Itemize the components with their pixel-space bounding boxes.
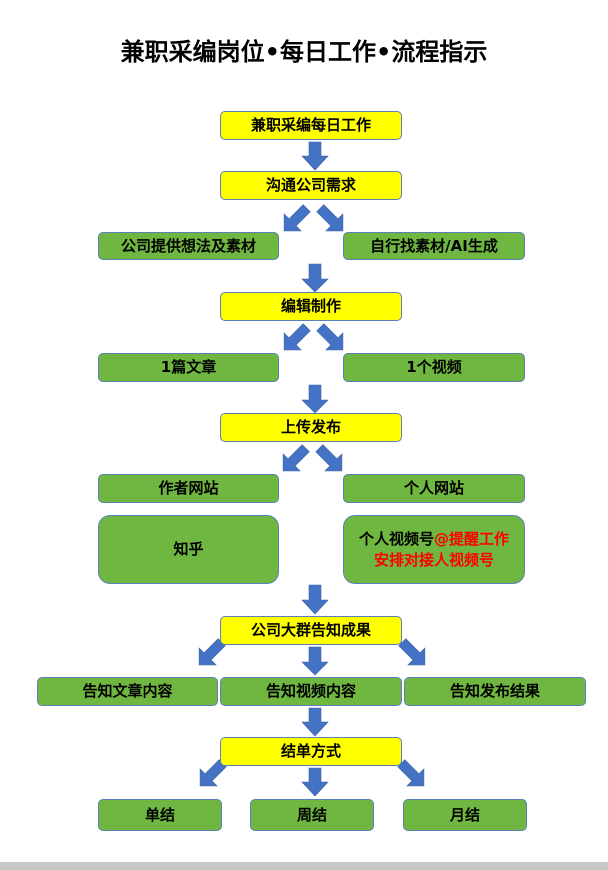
settlement-monthly: 月结 <box>403 799 527 831</box>
step-publish: 上传发布 <box>220 413 402 442</box>
output-article: 1篇文章 <box>98 353 279 382</box>
page-title: 兼职采编岗位•每日工作•流程指示 <box>120 38 488 66</box>
step-settlement: 结单方式 <box>220 737 402 766</box>
arrow-down-2 <box>301 263 329 293</box>
option-company-provided-label: 公司提供想法及素材 <box>120 236 256 255</box>
notify-article-label: 告知文章内容 <box>82 682 173 701</box>
notify-article: 告知文章内容 <box>37 677 218 706</box>
arrow-down-6 <box>301 707 329 737</box>
step-notify: 公司大群告知成果 <box>220 616 402 645</box>
notify-result-label: 告知发布结果 <box>449 682 540 701</box>
arrow-diag-left-1 <box>283 204 311 232</box>
option-self-sourced: 自行找素材/AI生成 <box>343 232 525 260</box>
step-communicate: 沟通公司需求 <box>220 171 402 200</box>
step-edit-label: 编辑制作 <box>280 297 341 316</box>
settlement-single: 单结 <box>98 799 222 831</box>
notify-video-label: 告知视频内容 <box>265 682 356 701</box>
platform-zhihu: 知乎 <box>98 515 279 584</box>
notify-video: 告知视频内容 <box>220 677 402 706</box>
settlement-monthly-label: 月结 <box>449 805 480 824</box>
arrow-down-1 <box>301 141 329 171</box>
step-settlement-label: 结单方式 <box>280 742 341 761</box>
step-publish-label: 上传发布 <box>280 418 341 437</box>
settlement-weekly-label: 周结 <box>296 805 327 824</box>
arrow-down-5 <box>301 646 329 676</box>
site-personal: 个人网站 <box>343 474 525 503</box>
video-channel-label: 个人视频号 <box>358 530 434 549</box>
arrow-diag-right-3 <box>315 444 343 472</box>
bottom-scrollbar-region <box>0 862 608 870</box>
arrow-diag-left-2 <box>283 323 311 351</box>
arrow-down-3 <box>301 384 329 414</box>
notify-result: 告知发布结果 <box>404 677 586 706</box>
step-daily-work: 兼职采编每日工作 <box>220 111 402 140</box>
platform-video-channel: 个人视频号@提醒工作安排对接人视频号 <box>343 515 525 584</box>
output-video: 1个视频 <box>343 353 525 382</box>
step-notify-label: 公司大群告知成果 <box>250 621 371 640</box>
arrow-diag-left-3 <box>282 444 310 472</box>
option-self-sourced-label: 自行找素材/AI生成 <box>370 236 498 255</box>
platform-zhihu-label: 知乎 <box>173 540 204 559</box>
site-author-label: 作者网站 <box>158 479 219 498</box>
arrow-down-7 <box>301 767 329 797</box>
video-channel-note: @提醒工作安排对接人视频号 <box>373 530 510 569</box>
step-edit: 编辑制作 <box>220 292 402 321</box>
step-communicate-label: 沟通公司需求 <box>265 176 356 195</box>
settlement-single-label: 单结 <box>144 805 175 824</box>
step-daily-work-label: 兼职采编每日工作 <box>250 116 371 135</box>
settlement-weekly: 周结 <box>250 799 374 831</box>
output-article-label: 1篇文章 <box>160 358 217 377</box>
output-video-label: 1个视频 <box>406 358 462 377</box>
option-company-provided: 公司提供想法及素材 <box>98 232 279 260</box>
site-author: 作者网站 <box>98 474 279 503</box>
site-personal-label: 个人网站 <box>403 479 464 498</box>
arrow-down-4 <box>301 584 329 615</box>
